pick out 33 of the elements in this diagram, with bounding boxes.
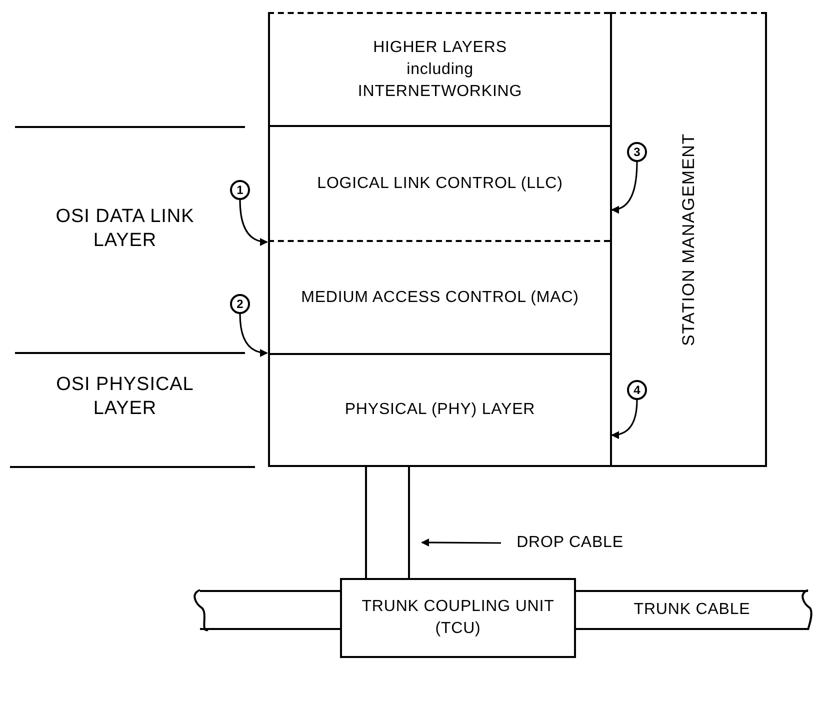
- arrow: [421, 538, 501, 547]
- layer-box: [268, 127, 610, 242]
- callout-number: [627, 142, 647, 162]
- leader-line: [611, 162, 638, 214]
- node-text: TRUNK CABLE: [632, 600, 752, 620]
- leader-line: [239, 314, 268, 357]
- node-text: MEDIUM ACCESS CONTROL (MAC): [300, 288, 580, 308]
- layer-label: OSI PHYSICAL LAYER: [55, 373, 195, 421]
- node-text: 4: [634, 384, 640, 396]
- layer-label: OSI DATA LINK LAYER: [54, 205, 196, 253]
- node-text: LOGICAL LINK CONTROL (LLC): [316, 174, 564, 194]
- node-text: INTERNETWORKING: [356, 82, 524, 102]
- node-text: HIGHER LAYERS: [372, 38, 508, 58]
- trunk-cable: [200, 590, 340, 630]
- unit-box: [340, 578, 576, 658]
- callout-number: [230, 294, 250, 314]
- node-text: 2: [236, 298, 244, 310]
- callout-number: [627, 380, 647, 400]
- callout-number: [230, 180, 250, 200]
- node-text: 3: [634, 146, 640, 158]
- node-text: DROP CABLE: [516, 533, 624, 553]
- node-text: TRUNK COUPLING UNIT (TCU): [360, 597, 556, 639]
- drop-cable: [365, 467, 410, 578]
- node-text: 1: [236, 184, 244, 196]
- leader-line: [239, 200, 268, 246]
- trunk-cable: [576, 590, 808, 630]
- node-text: including: [406, 60, 474, 80]
- layer-box: [268, 12, 610, 127]
- management-box: [610, 12, 767, 467]
- leader-line: [611, 400, 638, 439]
- node-text: PHYSICAL (PHY) LAYER: [344, 400, 536, 420]
- layer-box: [268, 353, 610, 467]
- node-text: STATION MANAGEMENT: [678, 132, 699, 346]
